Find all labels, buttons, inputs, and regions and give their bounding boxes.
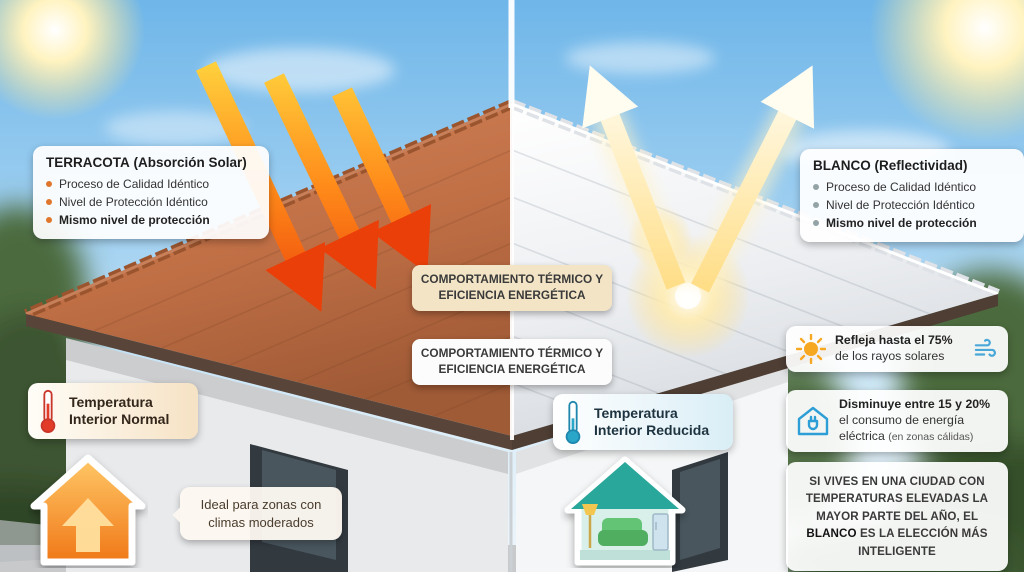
- bullet-dot: [813, 220, 819, 226]
- bullet-item: Mismo nivel de protección: [813, 214, 1011, 232]
- bullet-item: Proceso de Calidad Idéntico: [46, 175, 256, 193]
- blanco-info-card: BLANCO (Reflectividad) Proceso de Calida…: [800, 149, 1024, 242]
- terracotta-info-card: TERRACOTA (Absorción Solar) Proceso de C…: [33, 146, 269, 239]
- temperature-normal-chip: Temperatura Interior Normal: [28, 383, 198, 439]
- bullet-dot: [46, 199, 52, 205]
- house-absorption-icon: [30, 454, 146, 566]
- sun-small-icon: [796, 333, 826, 364]
- lamp-icon: [582, 504, 598, 548]
- bullet-item: Nivel de Protección Idéntico: [46, 193, 256, 211]
- callout-bubble: Ideal para zonas con climas moderados: [180, 487, 342, 541]
- sun-right-icon: [870, 0, 1024, 143]
- banner-thermal-bottom: COMPORTAMIENTO TÉRMICO Y EFICIENCIA ENER…: [412, 339, 612, 385]
- bullet-dot: [46, 217, 52, 223]
- fact-energy-card: Disminuye entre 15 y 20% el consumo de e…: [786, 390, 1008, 452]
- thermometer-cold-icon: [565, 400, 581, 444]
- fact-city-card: SI VIVES EN UNA CIUDAD CON TEMPERATURAS …: [786, 462, 1008, 571]
- blanco-highlight: BLANCO: [806, 527, 857, 541]
- temperature-reduced-label: Temperatura Interior Reducida: [594, 404, 710, 439]
- sofa-icon: [598, 518, 648, 546]
- fact-reflect-card: Refleja hasta el 75% de los rayos solare…: [786, 326, 1008, 372]
- terracotta-title: TERRACOTA (Absorción Solar): [46, 155, 247, 170]
- wind-icon: [974, 338, 998, 360]
- temperature-reduced-chip: Temperatura Interior Reducida: [553, 394, 733, 450]
- bullet-item: Proceso de Calidad Idéntico: [813, 178, 1011, 196]
- fact-energy-text: Disminuye entre 15 y 20% el consumo de e…: [839, 397, 991, 443]
- gutter-left: [26, 314, 512, 450]
- bullet-dot: [813, 202, 819, 208]
- sun-left-icon: [0, 0, 145, 120]
- heat-up-arrow-icon: [62, 498, 114, 552]
- house-cool-interior-icon: [564, 456, 686, 566]
- fridge-icon: [652, 513, 669, 551]
- temperature-normal-label: Temperatura Interior Normal: [69, 393, 170, 428]
- thermometer-hot-icon: [40, 389, 56, 433]
- bullet-item: Nivel de Protección Idéntico: [813, 196, 1011, 214]
- bullet-dot: [813, 184, 819, 190]
- bullet-dot: [46, 181, 52, 187]
- reflection-arrows-icon: [582, 65, 815, 358]
- banner-thermal-top: COMPORTAMIENTO TÉRMICO Y EFICIENCIA ENER…: [412, 265, 612, 311]
- fact-reflect-text: Refleja hasta el 75% de los rayos solare…: [835, 333, 953, 363]
- bullet-item: Mismo nivel de protección: [46, 211, 256, 229]
- house-plug-icon: [796, 404, 830, 438]
- teal-roof: [571, 462, 679, 509]
- blanco-title: BLANCO (Reflectividad): [813, 158, 968, 173]
- clouds: [105, 42, 950, 170]
